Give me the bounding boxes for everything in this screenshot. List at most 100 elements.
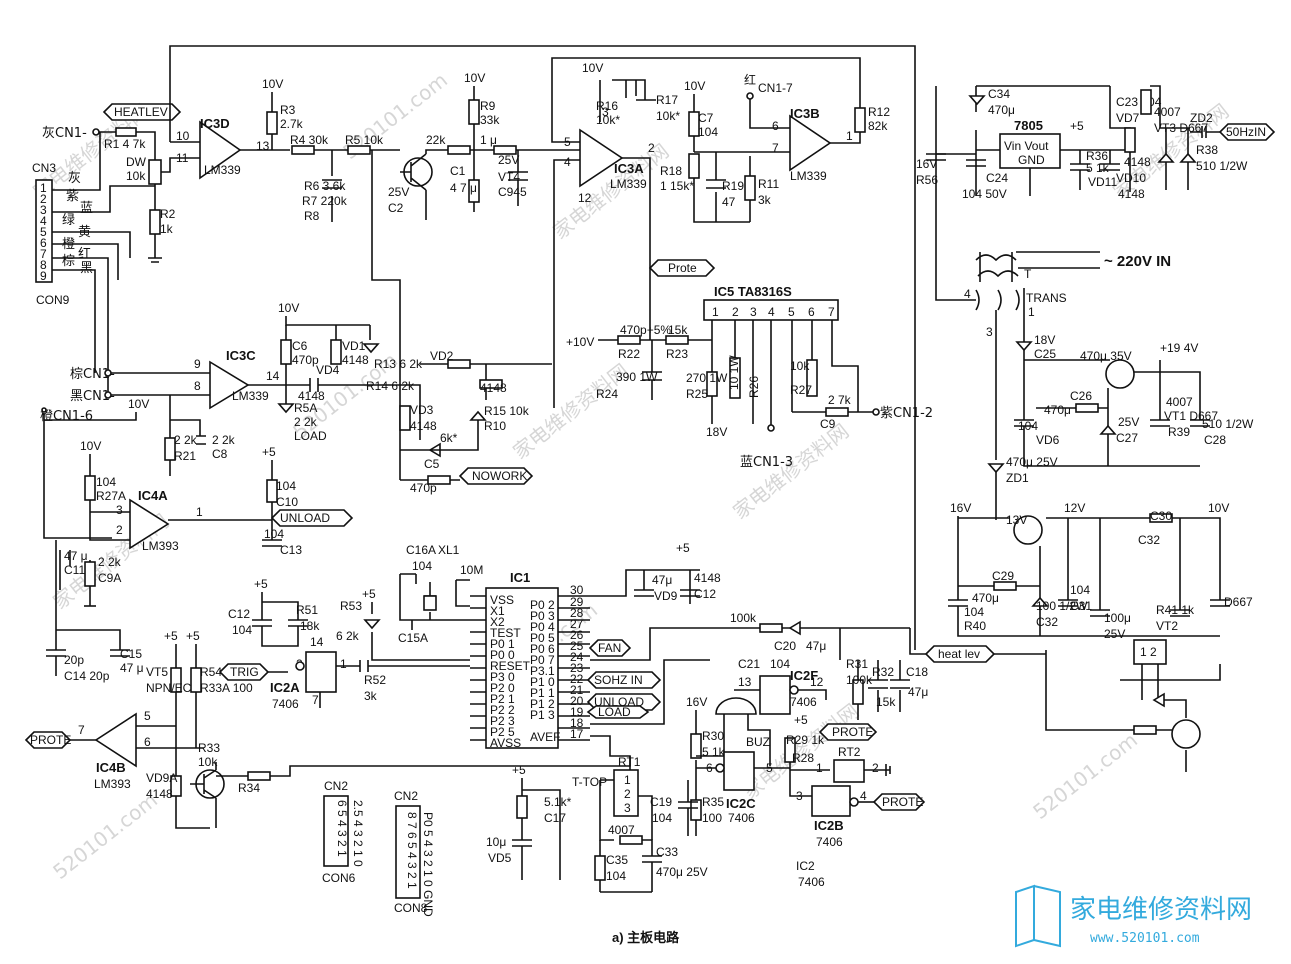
svg-text:R10: R10	[484, 419, 506, 433]
svg-text:LM339: LM339	[232, 389, 269, 403]
svg-text:R12: R12	[868, 105, 890, 119]
xl1-label: XL1	[438, 543, 460, 557]
svg-text:SOHZ IN: SOHZ IN	[594, 673, 643, 687]
svg-text:ZD2: ZD2	[1190, 111, 1213, 125]
svg-text:29: 29	[570, 595, 584, 609]
r21-resistor	[665, 335, 689, 345]
svg-text:R27: R27	[790, 383, 812, 397]
buz-label: BUZ	[746, 735, 770, 749]
nowork-tag: NOWORK	[458, 467, 534, 485]
svg-text:3k: 3k	[364, 689, 378, 703]
r53-resistor	[190, 667, 202, 693]
svg-text:1: 1	[196, 505, 203, 519]
svg-text:510 1/2W: 510 1/2W	[1202, 417, 1254, 431]
svg-text:1: 1	[712, 305, 719, 319]
svg-text:15k: 15k	[668, 323, 688, 337]
prote-tag: Prote	[648, 259, 716, 277]
svg-text:C8: C8	[212, 447, 228, 461]
svg-text:IC2F: IC2F	[790, 668, 818, 683]
rt1-component: RT1 1 2 3	[590, 735, 653, 841]
svg-text:100μ: 100μ	[1104, 611, 1131, 625]
svg-text:R33A 100: R33A 100	[200, 681, 253, 695]
svg-text:13V: 13V	[1006, 513, 1027, 527]
svg-text:7406: 7406	[816, 835, 843, 849]
svg-text:33k: 33k	[480, 113, 500, 127]
svg-text:T: T	[1024, 267, 1032, 281]
svg-text:C31: C31	[1070, 599, 1092, 613]
svg-text:R1 4 7k: R1 4 7k	[104, 137, 146, 151]
ic5-chip: IC5 TA8316S 1 2 3 4 5 6 7	[703, 284, 859, 412]
ic2c-chip: 6 5 IC2C 7406	[696, 751, 790, 825]
svg-text:P0 5 4 3 2 1 0 GND: P0 5 4 3 2 1 0 GND	[421, 812, 435, 917]
r19-resistor	[854, 107, 866, 133]
svg-text:47 μ: 47 μ	[120, 661, 144, 675]
svg-text:20p: 20p	[64, 653, 84, 667]
svg-text:3: 3	[750, 305, 757, 319]
r1-resistor	[115, 127, 137, 137]
svg-text:7805: 7805	[1014, 118, 1043, 133]
svg-text:2: 2	[872, 761, 879, 775]
svg-text:7406: 7406	[790, 695, 817, 709]
prote2-tag: PROTE	[818, 723, 878, 741]
r27-resistor	[84, 561, 96, 587]
svg-text:510 1/2W: 510 1/2W	[1196, 159, 1248, 173]
c8-cap	[642, 371, 662, 381]
hz50-tag: 50HzIN	[1218, 123, 1276, 141]
svg-text:P1 2: P1 2	[530, 697, 555, 711]
svg-text:47: 47	[722, 195, 736, 209]
svg-text:P2 0: P2 0	[490, 681, 515, 695]
svg-text:104: 104	[96, 475, 116, 489]
svg-text:R6 3.6k: R6 3.6k	[304, 179, 346, 193]
svg-text:7: 7	[78, 723, 85, 737]
svg-text:VD2: VD2	[430, 349, 454, 363]
vd4-diode	[277, 403, 295, 414]
load-label: LOAD	[294, 429, 327, 443]
svg-text:VT4: VT4	[498, 170, 520, 184]
ic2-label: IC2	[796, 859, 815, 873]
svg-text:R32: R32	[872, 665, 894, 679]
svg-text:104: 104	[698, 125, 718, 139]
svg-text:6 5 4 3 2 1: 6 5 4 3 2 1	[335, 800, 349, 857]
svg-text:CON6: CON6	[322, 871, 356, 885]
ic1-left-pins: VSS X1 X2 TEST P0 1 P0 0 RESET P3 0 P2 0…	[490, 593, 531, 750]
svg-text:C9: C9	[820, 417, 836, 431]
svg-text:C13: C13	[280, 543, 302, 557]
svg-text:2: 2	[732, 305, 739, 319]
ic3c-comparator: IC3C LM339 9 8 14	[194, 325, 310, 410]
heatlev-tag: HEATLEV	[102, 103, 182, 121]
svg-text:IC2B: IC2B	[814, 818, 844, 833]
svg-text:104 50V: 104 50V	[962, 187, 1007, 201]
blue-cn1-label: 蓝CN1-3	[740, 455, 793, 470]
svg-text:+5: +5	[512, 763, 526, 777]
svg-text:8 7 6 5 4 3 2 1: 8 7 6 5 4 3 2 1	[405, 812, 419, 889]
svg-text:+5: +5	[262, 445, 276, 459]
svg-text:LOAD: LOAD	[598, 705, 631, 719]
r15-resistor	[427, 475, 451, 485]
r54-resistor	[247, 771, 271, 781]
svg-text:14: 14	[310, 635, 324, 649]
r26-resistor	[84, 475, 96, 501]
orange-cn1-label: 橙CN1-6	[40, 409, 93, 424]
svg-text:100k: 100k	[846, 673, 873, 687]
svg-text:4007: 4007	[1154, 105, 1181, 119]
svg-text:104: 104	[1018, 419, 1038, 433]
vd9-diode	[363, 619, 381, 630]
svg-text:470p: 470p	[410, 481, 437, 495]
ic3a-comparator: IC3A LM339 5 4 2 3 12	[551, 57, 861, 408]
gray-cn1-label: 灰CN1-	[42, 126, 87, 141]
svg-text:紫: 紫	[66, 189, 79, 204]
vd6-diode	[987, 463, 1005, 474]
svg-text:C7: C7	[698, 111, 714, 125]
svg-text:红: 红	[78, 246, 91, 262]
svg-text:C945: C945	[498, 185, 527, 199]
svg-text:4007: 4007	[1166, 395, 1193, 409]
svg-text:+5: +5	[254, 577, 268, 591]
svg-text:C16A: C16A	[406, 543, 436, 557]
r2-resistor	[149, 209, 161, 235]
svg-text:104: 104	[652, 811, 672, 825]
svg-text:P3.1: P3.1	[530, 664, 555, 678]
r36-resistor	[1140, 89, 1152, 115]
svg-text:R17: R17	[656, 93, 678, 107]
svg-text:10V: 10V	[1208, 501, 1229, 515]
svg-text:P1 0: P1 0	[530, 675, 555, 689]
